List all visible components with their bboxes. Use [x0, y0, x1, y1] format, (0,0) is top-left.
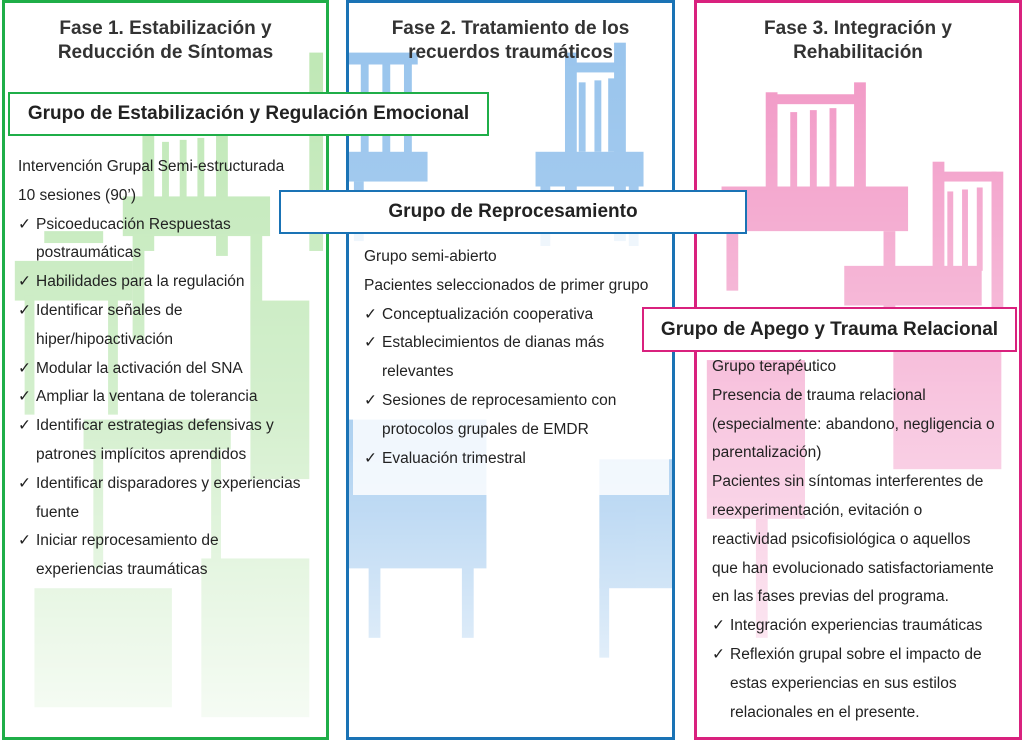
check-icon: ✓	[18, 359, 31, 377]
group-1-title: Grupo de Estabilización y Regulación Emo…	[27, 103, 470, 124]
list-item: ✓ Reflexión grupal sobre el impacto de est…	[712, 641, 1018, 727]
group-1-title-box: Grupo de Estabilización y Regulación Emo…	[8, 92, 489, 136]
item-line: Reflexión grupal sobre el impacto de	[730, 645, 982, 663]
item-line: experiencias traumáticas	[36, 561, 208, 579]
list-item: ✓ Identificar estrategias defensivas y pat…	[18, 412, 323, 470]
phase-title-line: Reducción de Síntomas	[57, 42, 274, 63]
check-icon: ✓	[712, 645, 725, 663]
list-item: ✓ Iniciar reprocesamiento de experiencias …	[18, 527, 323, 585]
check-icon: ✓	[364, 305, 377, 323]
group-2-title: Grupo de Reprocesamiento	[388, 201, 638, 222]
intro-line: reactividad psicofisiológica o aquellos	[712, 530, 971, 548]
group-2-title-box: Grupo de Reprocesamiento	[279, 190, 747, 234]
phase-title-line: Rehabilitación	[793, 42, 923, 63]
phase-1-title: Fase 1. Estabilización y Reducción de Sí…	[5, 17, 326, 65]
intro-line: Intervención Grupal Semi-estructurada	[18, 158, 285, 175]
list-item: ✓ Identificar señales de hiper/hipoactivac…	[18, 297, 323, 355]
item-line: relevantes	[382, 363, 454, 381]
phase-title-line: recuerdos traumáticos	[408, 42, 613, 63]
check-icon: ✓	[18, 215, 31, 233]
list-item: ✓ Identificar disparadores y experiencias…	[18, 470, 323, 528]
check-icon: ✓	[364, 391, 377, 409]
content-backdrop	[353, 233, 669, 495]
intro-line: Grupo semi-abierto	[364, 248, 497, 265]
check-icon: ✓	[18, 474, 31, 492]
group-1-content: Intervención Grupal Semi-estructurada 10…	[18, 153, 323, 585]
phase-title-line: Fase 2. Tratamiento de los	[391, 18, 630, 39]
phase-3-column: Fase 3. Integración y Rehabilitación	[694, 0, 1022, 740]
phase-2-title: Fase 2. Tratamiento de los recuerdos tra…	[349, 17, 672, 65]
check-icon: ✓	[364, 334, 377, 352]
list-item: ✓ Ampliar la ventana de tolerancia	[18, 383, 323, 412]
list-item: ✓ Habilidades para la regulación	[18, 268, 323, 297]
group-3-content: Grupo terapéutico Presencia de trauma re…	[712, 353, 1018, 727]
intro-line: parentalización)	[712, 444, 822, 462]
item-line: Psicoeducación Respuestas	[36, 215, 231, 233]
intro-line: 10 sesiones (90’)	[18, 186, 137, 204]
item-line: Conceptualización cooperativa	[382, 305, 594, 323]
item-line: relacionales en el presente.	[730, 703, 920, 721]
phase-3-title: Fase 3. Integración y Rehabilitación	[697, 17, 1019, 65]
intro-line: Grupo terapéutico	[712, 358, 837, 375]
check-icon: ✓	[18, 532, 31, 550]
check-icon: ✓	[18, 417, 31, 435]
item-line: Evaluación trimestral	[382, 449, 526, 467]
intro-line: en las fases previas del programa.	[712, 588, 949, 606]
check-icon: ✓	[364, 449, 377, 467]
item-line: Integración experiencias traumáticas	[730, 617, 983, 635]
item-line: postraumáticas	[36, 244, 142, 262]
check-icon: ✓	[712, 617, 725, 635]
check-icon: ✓	[18, 273, 31, 291]
list-item: ✓ Integración experiencias traumáticas	[712, 612, 1018, 641]
item-line: Modular la activación del SNA	[36, 359, 243, 377]
list-item: ✓ Evaluación trimestral	[364, 445, 669, 474]
intro-line: reexperimentación, evitación o	[712, 501, 923, 519]
list-item: ✓ Conceptualización cooperativa	[364, 301, 669, 330]
item-line: estas experiencias en sus estilos	[730, 674, 957, 692]
intro-line: Pacientes seleccionados de primer grupo	[364, 276, 649, 294]
chair-illustration	[697, 3, 1019, 737]
group-2-content: Grupo semi-abierto Pacientes seleccionad…	[364, 243, 669, 473]
item-line: hiper/hipoactivación	[36, 330, 174, 348]
phase-title-line: Fase 1. Estabilización y	[59, 18, 272, 39]
list-item: ✓ Psicoeducación Respuestas postraumáticas	[18, 211, 323, 269]
check-icon: ✓	[18, 388, 31, 406]
item-line: protocolos grupales de EMDR	[382, 420, 589, 438]
check-icon: ✓	[18, 301, 31, 319]
intro-line: Pacientes sin síntomas interferentes de	[712, 473, 984, 491]
item-line: Identificar estrategias defensivas y	[36, 417, 274, 435]
list-item: ✓ Establecimientos de dianas más relevante…	[364, 329, 669, 387]
list-item: ✓ Sesiones de reprocesamiento con protocol…	[364, 387, 669, 445]
item-line: fuente	[36, 503, 80, 521]
item-line: Iniciar reprocesamiento de	[36, 532, 219, 550]
group-3-title-box: Grupo de Apego y Trauma Relacional	[642, 307, 1017, 352]
item-line: Habilidades para la regulación	[36, 273, 245, 291]
group-3-title: Grupo de Apego y Trauma Relacional	[660, 318, 999, 340]
intro-line: (especialmente: abandono, negligencia o	[712, 415, 995, 433]
item-line: Sesiones de reprocesamiento con	[382, 391, 617, 409]
intro-line: que han evolucionado satisfactoriamente	[712, 559, 994, 577]
item-line: patrones implícitos aprendidos	[36, 445, 247, 463]
item-line: Ampliar la ventana de tolerancia	[36, 388, 258, 406]
item-line: Identificar disparadores y experiencias	[36, 474, 301, 492]
item-line: Establecimientos de dianas más	[382, 334, 605, 352]
intro-line: Presencia de trauma relacional	[712, 386, 926, 404]
phase-title-line: Fase 3. Integración y	[764, 18, 952, 39]
list-item: ✓ Modular la activación del SNA	[18, 355, 323, 384]
item-line: Identificar señales de	[36, 301, 183, 319]
